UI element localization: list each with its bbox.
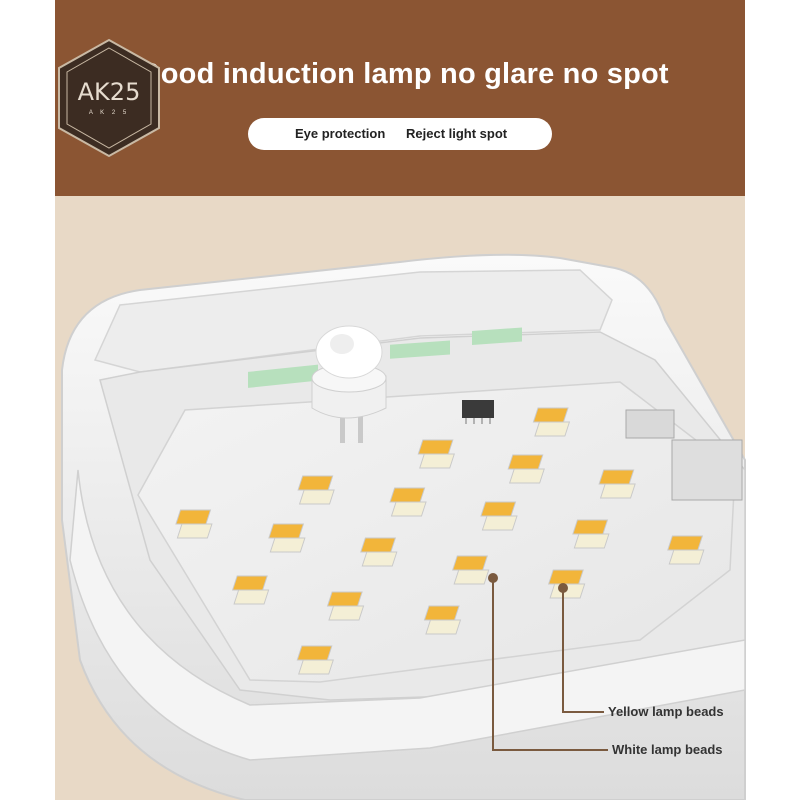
yellow-lamp-bead <box>532 407 569 423</box>
white-lamp-bead <box>269 537 306 553</box>
yellow-lamp-bead <box>423 605 460 621</box>
lamp-bead-pair <box>360 537 398 567</box>
white-lamp-bead <box>668 549 705 565</box>
white-lamp-bead <box>419 453 455 469</box>
right-margin <box>745 0 800 800</box>
white-lamp-bead <box>328 605 365 621</box>
tag-eye-protection: Eye protection <box>295 126 386 141</box>
callout-yellow-lamp-beads: Yellow lamp beads <box>608 704 724 719</box>
white-lamp-bead <box>298 489 335 505</box>
white-lamp-bead <box>425 619 462 635</box>
white-lamp-bead <box>509 468 545 484</box>
lamp-bead-pair <box>452 555 490 585</box>
yellow-lamp-bead <box>547 569 584 585</box>
white-lamp-bead <box>534 421 571 437</box>
yellow-lamp-bead <box>417 439 454 455</box>
white-lamp-bead <box>390 501 427 517</box>
yellow-lamp-bead <box>480 501 517 517</box>
yellow-lamp-bead <box>231 575 268 591</box>
yellow-lamp-bead <box>360 537 397 553</box>
lamp-bead-pair <box>231 575 270 605</box>
yellow-lamp-bead <box>452 555 488 571</box>
tag-reject-light-spot: Reject light spot <box>406 126 508 141</box>
white-lamp-bead <box>573 533 610 549</box>
ic-chip <box>462 400 494 424</box>
lamp-bead-pair <box>268 523 306 553</box>
header-band <box>55 0 745 196</box>
logo-subtext: A K 2 5 <box>88 110 130 116</box>
yellow-lamp-bead <box>572 519 609 535</box>
logo-text: AK25 <box>77 78 141 106</box>
lamp-bead-pair <box>532 407 571 437</box>
lamp-bead-pair <box>417 439 455 469</box>
hexagon-logo-icon <box>58 38 160 158</box>
yellow-lamp-bead <box>507 454 544 470</box>
white-lamp-bead <box>481 515 518 531</box>
yellow-lamp-bead <box>268 523 305 539</box>
brand-logo: AK25 A K 2 5 <box>55 36 163 160</box>
lamp-bead-pair <box>572 519 610 549</box>
yellow-lamp-bead <box>297 475 334 491</box>
lamp-bead-pair <box>547 569 586 599</box>
lamp-bead-pair <box>507 454 545 484</box>
motion-sensor <box>311 325 387 443</box>
lamp-bead-pair <box>389 487 427 517</box>
callout-white-lamp-beads: White lamp beads <box>612 742 723 757</box>
callout-lines <box>488 573 608 751</box>
connector <box>671 439 743 501</box>
left-margin <box>0 0 55 800</box>
white-lamp-bead <box>453 569 490 585</box>
lamp-bead-pair <box>175 509 213 539</box>
lamp-bead-pair <box>423 605 462 635</box>
glow-strip <box>248 364 318 388</box>
lamp-bead-pair <box>480 501 518 531</box>
headline: Good induction lamp no glare no spot <box>138 58 669 90</box>
feature-tags: Eye protection Reject light spot <box>248 118 552 150</box>
white-lamp-bead <box>361 551 398 567</box>
yellow-lamp-bead <box>667 535 704 551</box>
white-lamp-bead <box>233 589 270 605</box>
connector <box>625 409 675 439</box>
lamp-bead-pair <box>297 475 335 505</box>
yellow-lamp-bead <box>598 469 635 485</box>
white-lamp-bead <box>599 483 636 499</box>
lamp-bead-pair <box>326 591 365 621</box>
front-rim <box>69 469 746 761</box>
white-lamp-bead <box>298 659 334 675</box>
yellow-lamp-bead <box>296 645 333 661</box>
lamp-bead-pair <box>667 535 705 565</box>
yellow-lamp-bead <box>389 487 426 503</box>
yellow-lamp-bead <box>326 591 363 607</box>
lamp-bead-pair <box>296 645 334 675</box>
white-lamp-bead <box>176 523 213 539</box>
yellow-lamp-bead <box>175 509 212 525</box>
lamp-beads <box>175 407 705 675</box>
lamp-bead-pair <box>598 469 636 499</box>
glow-strip <box>472 327 522 345</box>
glow-strip <box>390 340 450 359</box>
